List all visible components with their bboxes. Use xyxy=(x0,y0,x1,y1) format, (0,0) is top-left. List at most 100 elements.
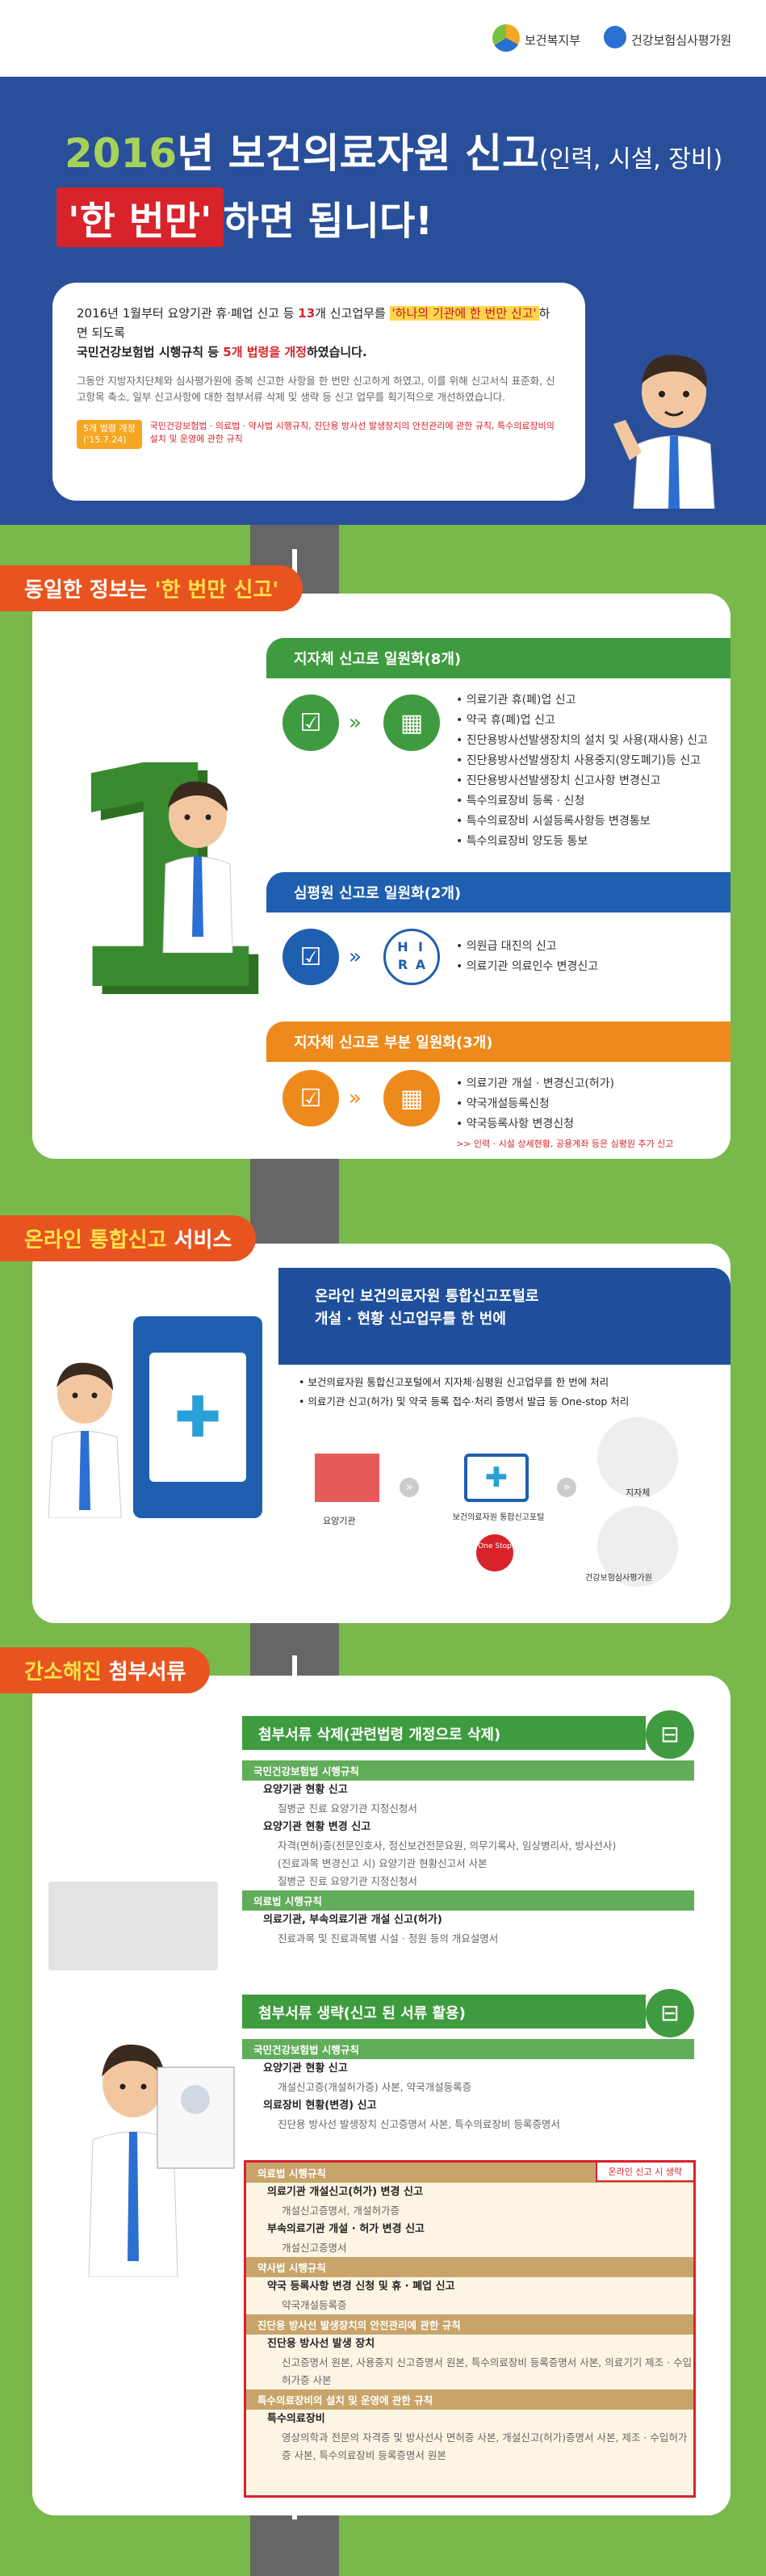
flow-hira-label: 건강보험심사평가원 xyxy=(585,1574,652,1583)
delete-header: 첨부서류 삭제(관련법령 개정으로 삭제) xyxy=(242,1716,646,1750)
intro-paragraph: 그동안 지방자치단체와 심사평가원에 중복 신고한 사항을 한 번만 신고하게 … xyxy=(77,375,555,403)
list-item: 특수의료장비 양도등 통보 xyxy=(456,832,708,852)
law-list: 국민건강보험법 · 의료법 · 약사법 시행규칙, 진단용 방사선 발생장치의 … xyxy=(149,421,555,444)
group1-header: 지자체 신고로 일원화(8개) xyxy=(266,638,730,678)
omit-list: 국민건강보험법 시행규칙 요양기관 현황 신고 개설신고증(개설허가증) 사본,… xyxy=(242,2039,694,2133)
law-header: 약사법 시행규칙 xyxy=(246,2257,693,2277)
title-sub: (인력, 시설, 장비) xyxy=(539,145,723,174)
doc-title: 진단용 방사선 발생 장치 xyxy=(267,2338,375,2350)
list-item: 특수의료장비 시설등록사항등 변경통보 xyxy=(456,812,708,832)
list-item: 진단용방사선발생장치 신고사항 변경신고 xyxy=(456,771,708,791)
list-item: 의원급 대진의 신고 xyxy=(456,937,598,957)
doc-title: 의료기관 개설신고(허가) 변경 신고 xyxy=(267,2186,423,2198)
hira-logo-text: 건강보험심사평가원 xyxy=(631,33,732,48)
group2-header: 심평원 신고로 일원화(2개) xyxy=(266,872,730,913)
arrow-right-icon: » xyxy=(349,945,362,969)
mohw-logo-icon xyxy=(492,24,520,52)
title-main: 년 보건의료자원 신고 xyxy=(177,130,539,177)
one-stop-button[interactable]: One Stop xyxy=(476,1534,513,1571)
group3-note: >> 인력 · 시설 상세현황, 공용계좌 등은 심평원 추가 신고 xyxy=(456,1139,674,1149)
document-icon: ☑ xyxy=(283,1070,339,1126)
government-building-icon: ▦ xyxy=(383,694,440,751)
doc-detail: 영상의학과 전문의 자격증 및 방사선사 면허증 사본, 개설신고(허가)증명서… xyxy=(282,2431,688,2461)
doc-title: 의료장비 현황(변경) 신고 xyxy=(263,2100,377,2112)
doc-detail: 자격(면허)증(전문인호사, 정신보건전문요원, 의무기록사, 임상병리사, 방… xyxy=(278,1840,617,1852)
law-header: 국민건강보험법 시행규칙 xyxy=(242,2039,694,2059)
doc-detail: 질병군 진료 요양기관 지정신청서 xyxy=(278,1875,417,1887)
law-row: 5개 법령 개정('15.7.24) 국민건강보험법 · 의료법 · 약사법 시… xyxy=(77,420,561,449)
title-year: 2016 xyxy=(65,130,178,177)
intro-card: 2016년 1월부터 요양기관 휴·폐업 신고 등 13개 신고업무를 '하나의… xyxy=(52,283,585,501)
section1-banner: 동일한 정보는 '한 번만 신고' xyxy=(0,565,303,611)
section2-bullets: • 보건의료자원 통합신고포털에서 지자체·심평원 신고업무를 한 번에 처리 … xyxy=(299,1373,718,1412)
doc-detail: 신고증명서 원본, 사용중지 신고증명서 원본, 특수의료장비 등록증명서 사본… xyxy=(282,2356,693,2386)
portal-character xyxy=(36,1357,133,1521)
doc-delete-icon: ⊟ xyxy=(646,1710,694,1759)
list-item: 약국개설등록신청 xyxy=(456,1094,614,1114)
top-header: 보건복지부 건강보험심사평가원 xyxy=(0,0,766,77)
doc-title: 특수의료장비 xyxy=(267,2413,325,2425)
hira-building-icon xyxy=(597,1506,678,1587)
law-header: 의료법 시행규칙 xyxy=(242,1890,694,1911)
document-holding-character xyxy=(57,2035,242,2280)
group1-list: 의료기관 휴(폐)업 신고 약국 휴(폐)업 신고 진단용방사선발생장치의 설치… xyxy=(456,690,708,852)
doc-detail: 개설신고증명서 xyxy=(282,2242,347,2254)
page-title: 2016년 보건의료자원 신고(인력, 시설, 장비) xyxy=(65,121,722,179)
doc-detail: 개설신고증명서, 개설허가증 xyxy=(282,2205,400,2217)
doc-title: 부속의료기관 개설 · 허가 변경 신고 xyxy=(267,2223,425,2235)
arrow-right-icon: » xyxy=(400,1478,419,1497)
portal-screen: ✚ xyxy=(133,1316,262,1518)
slogan: '한 번만'하면 됩니다! xyxy=(57,187,433,247)
doc-detail: (진료과목 변경신고 시) 요양기관 현황신고서 사본 xyxy=(278,1857,488,1869)
doc-detail: 진료과목 및 진료과목별 시설 · 정원 등의 개요설명서 xyxy=(278,1932,499,1945)
list-item: 의료기관 의료인수 변경신고 xyxy=(456,957,598,977)
document-icon: ☑ xyxy=(283,694,339,751)
arrow-right-icon: » xyxy=(349,1086,362,1110)
doc-title: 요양기관 현황 신고 xyxy=(263,1784,348,1796)
group2-list: 의원급 대진의 신고 의료기관 의료인수 변경신고 xyxy=(456,937,598,977)
hira-logo-icon xyxy=(604,26,626,48)
online-omit-box: 온라인 신고 시 생략 의료법 시행규칙 의료기관 개설신고(허가) 변경 신고… xyxy=(244,2160,696,2498)
doc-detail: 질병군 진료 요양기관 지정신청서 xyxy=(278,1802,417,1815)
group3-header: 지자체 신고로 부분 일원화(3개) xyxy=(266,1022,730,1062)
section3-banner: 간소해진 첨부서류 xyxy=(0,1647,211,1693)
delete-list: 국민건강보험법 시행규칙 요양기관 현황 신고 질병군 진료 요양기관 지정신청… xyxy=(242,1760,694,1948)
bullet: • 의료기관 신고(허가) 및 약국 등록 접수·처리 증명서 발급 등 One… xyxy=(299,1395,630,1408)
doc-omit-icon: ⊟ xyxy=(646,1989,694,2037)
mohw-logo-text: 보건복지부 xyxy=(525,33,581,48)
group3-list: 의료기관 개설 · 변경신고(허가) 약국개설등록신청 약국등록사항 변경신청 xyxy=(456,1074,614,1135)
hospital-buildings-icon xyxy=(48,1882,218,1970)
list-item: 의료기관 휴(폐)업 신고 xyxy=(456,690,708,711)
doc-detail: 약국개설등록증 xyxy=(282,2299,347,2311)
online-omit-tag: 온라인 신고 시 생략 xyxy=(595,2163,693,2182)
hospital-icon xyxy=(315,1454,379,1502)
doc-title: 요양기관 현황 신고 xyxy=(263,2062,348,2075)
arrow-right-icon: » xyxy=(349,711,362,735)
list-item: 약국 휴(폐)업 신고 xyxy=(456,711,708,731)
intro-line-2: 국민건강보험법 시행규칙 등 5개 법령을 개정하였습니다. xyxy=(77,345,367,359)
list-item: 특수의료장비 등록 · 신청 xyxy=(456,791,708,812)
doc-detail: 개설신고증(개설허가증) 사본, 약국개설등록증 xyxy=(278,2081,472,2093)
flow-local-label: 지자체 xyxy=(626,1487,651,1498)
arrow-right-icon: » xyxy=(557,1478,576,1497)
doc-title: 의료기관, 부속의료기관 개설 신고(허가) xyxy=(263,1914,442,1926)
law-header: 진단용 방사선 발생장치의 안전관리에 관한 규칙 xyxy=(246,2314,693,2335)
law-header: 특수의료장비의 설치 및 운영에 관한 규칙 xyxy=(246,2389,693,2410)
flow-portal-label: 보건의료자원 통합신고포털 xyxy=(452,1513,545,1522)
slogan-rest: 하면 됩니다! xyxy=(223,199,433,244)
slogan-highlight: '한 번만' xyxy=(57,187,224,247)
list-item: 진단용방사선발생장치 사용중지(양도폐기)등 신고 xyxy=(456,751,708,771)
law-header: 국민건강보험법 시행규칙 xyxy=(242,1760,694,1781)
section2-banner: 온라인 통합신고 서비스 xyxy=(0,1215,257,1261)
law-badge: 5개 법령 개정('15.7.24) xyxy=(77,420,142,449)
portal-logo-icon: ✚ xyxy=(149,1353,246,1482)
doc-detail: 진단용 방사선 발생장치 신고증명서 사본, 특수의료장비 등록증명서 xyxy=(278,2118,560,2130)
bullet: • 보건의료자원 통합신고포털에서 지자체·심평원 신고업무를 한 번에 처리 xyxy=(299,1376,609,1388)
omit-header: 첨부서류 생략(신고 된 서류 활용) xyxy=(242,1995,646,2028)
portal-monitor-icon: ✚ xyxy=(464,1454,529,1502)
list-item: 의료기관 개설 · 변경신고(허가) xyxy=(456,1074,614,1094)
local-gov-icon xyxy=(597,1417,678,1498)
document-icon: ☑ xyxy=(283,929,339,985)
big-one-graphic: 1 xyxy=(57,701,270,1059)
